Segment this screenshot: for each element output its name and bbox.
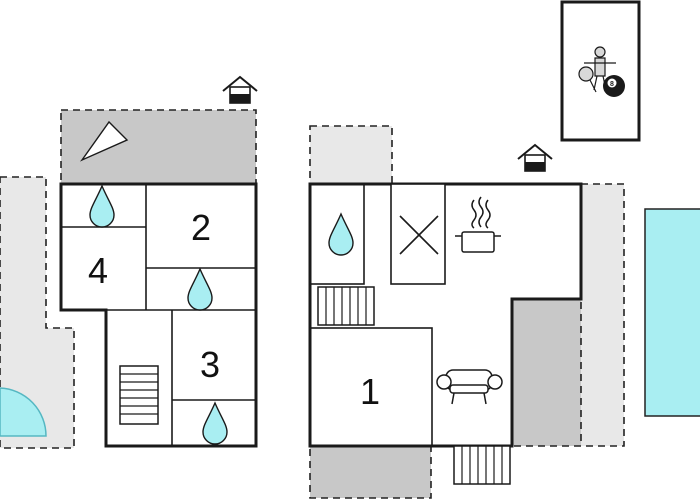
billiard-ball-icon: 8 bbox=[603, 75, 625, 97]
terrace-bottom bbox=[309, 445, 432, 499]
left-building bbox=[59, 182, 258, 448]
terraces bbox=[0, 109, 700, 499]
water-drop-icon bbox=[187, 267, 213, 311]
pool-right bbox=[644, 208, 700, 417]
left-terrace bbox=[0, 176, 75, 449]
stairs-icon bbox=[453, 445, 511, 485]
terrace-top-left bbox=[60, 109, 257, 185]
cooking-pot-icon bbox=[455, 196, 501, 253]
sofa-icon bbox=[436, 369, 503, 405]
terrace-right-strip bbox=[581, 183, 625, 447]
billiard-ball-number: 8 bbox=[610, 81, 614, 88]
terrace-right-dark bbox=[511, 298, 582, 447]
water-drop-icon bbox=[328, 212, 354, 256]
right-building bbox=[308, 182, 583, 485]
room-number-2: 2 bbox=[191, 207, 211, 248]
room-number-4: 4 bbox=[88, 250, 108, 291]
room-number-3: 3 bbox=[200, 344, 220, 385]
compass-triangle-icon bbox=[79, 120, 129, 162]
terrace-top-right bbox=[309, 125, 393, 185]
water-drops bbox=[89, 184, 354, 445]
water-drop-icon bbox=[89, 184, 115, 228]
house-entrance-icon bbox=[222, 75, 258, 104]
left-building-outline bbox=[59, 182, 258, 448]
stairs-icon bbox=[317, 286, 375, 326]
water-drop-icon bbox=[202, 401, 228, 445]
house-entrance-icon bbox=[517, 143, 553, 172]
pool-left bbox=[0, 387, 47, 437]
game-room: 8 bbox=[560, 0, 641, 142]
room-number-1: 1 bbox=[360, 371, 380, 412]
stairs-icon bbox=[119, 365, 159, 425]
